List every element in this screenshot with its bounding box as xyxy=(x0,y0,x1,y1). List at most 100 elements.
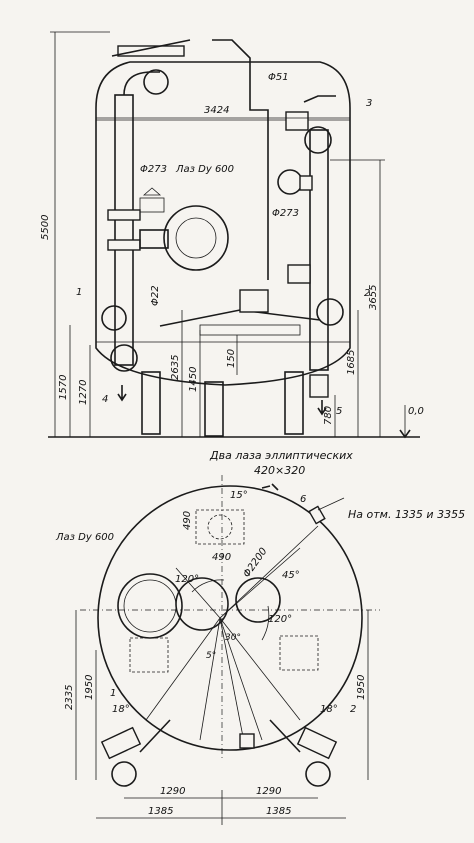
dim-51: Φ51 xyxy=(268,72,289,83)
nozzle-plan-left xyxy=(129,637,169,673)
elliptic-manhole-top-inner xyxy=(207,514,233,540)
top-cover xyxy=(117,45,185,57)
callout-4: 4 xyxy=(102,394,108,405)
dim-1950-right: 1950 xyxy=(356,675,367,700)
callout-6: 6 xyxy=(300,494,306,505)
dim-1290-right: 1290 xyxy=(256,786,281,797)
bottom-nozzle-right xyxy=(305,761,331,787)
radial-lower-center xyxy=(219,617,245,743)
plan-manhole-dy600 xyxy=(117,573,183,639)
dim-1290-left: 1290 xyxy=(160,786,185,797)
nozzle-6 xyxy=(308,505,326,525)
dim-1685: 1685 xyxy=(346,350,357,375)
vent-pipe xyxy=(212,39,269,280)
plan-view: Два лаза эллиптических 420×320 6 На отм.… xyxy=(55,449,465,825)
bottom-nozzle-left xyxy=(111,761,137,787)
dim-1950-left: 1950 xyxy=(84,675,95,700)
radial-lower-right-2 xyxy=(219,617,263,741)
ang-120b: 120° xyxy=(268,614,292,625)
ang-18-left: 18° xyxy=(112,704,130,715)
ang-30: 30° xyxy=(225,633,241,643)
dim-490b: 490 xyxy=(212,552,231,563)
collector-box xyxy=(199,324,301,336)
dim-273-left: Φ273 xyxy=(140,164,167,175)
dim-1385-left: 1385 xyxy=(148,806,173,817)
dim-5500: 5500 xyxy=(40,215,51,240)
bottom-valve-right xyxy=(296,726,338,760)
dim-2635: 2635 xyxy=(170,355,181,380)
leg-center xyxy=(204,381,224,437)
callout-2: 2 xyxy=(364,288,370,299)
right-drain-valve xyxy=(309,374,329,398)
elliptic-manhole-top xyxy=(195,509,245,545)
right-valve-a xyxy=(299,175,313,191)
dim-150: 150 xyxy=(226,349,237,368)
dim-3424: 3424 xyxy=(204,105,229,116)
dim-780: 780 xyxy=(323,406,334,425)
arc-120-right xyxy=(261,605,270,641)
top-tag xyxy=(261,483,279,491)
left-pipe-valve-a xyxy=(107,209,141,221)
manhole-hinge xyxy=(139,229,169,249)
dim-22: Φ22 xyxy=(150,285,161,306)
plan-central-circle xyxy=(175,577,229,631)
plan-manhole-inner xyxy=(123,579,177,633)
ang-5: 5° xyxy=(206,651,216,661)
main-manhole-inner xyxy=(175,217,217,259)
top-cover-lever xyxy=(111,39,191,57)
elevation-view: 5500 3424 Φ51 Φ273 Лаз Dy 600 Φ273 Φ22 2… xyxy=(40,31,424,439)
callout-5: 5 xyxy=(336,406,342,417)
radial-lower-center-left xyxy=(199,617,221,741)
left-pipe-flange-top xyxy=(143,69,169,95)
right-riser-pipe xyxy=(309,129,329,371)
leg-right xyxy=(284,371,304,435)
bottom-valve-left xyxy=(100,726,142,760)
dim-1385-right: 1385 xyxy=(266,806,291,817)
right-mid-box xyxy=(287,264,311,284)
laz-dy600-label: Лаз Dy 600 xyxy=(175,164,234,175)
arrow-5 xyxy=(317,400,327,416)
dim-1450: 1450 xyxy=(188,367,199,392)
nozzle-6-arrow xyxy=(317,497,345,511)
callout-1: 1 xyxy=(76,287,82,298)
small-valve-body xyxy=(139,197,165,213)
dim-2200: Φ2200 xyxy=(241,546,269,580)
ang-15: 15° xyxy=(230,490,248,501)
left-pipe-flange-bottom xyxy=(110,344,138,372)
nozzle-plan-right xyxy=(279,635,319,671)
callout-3: 3 xyxy=(366,98,372,109)
radial-45 xyxy=(219,547,301,619)
radial-120-left xyxy=(175,567,221,619)
zero-mark-label: 0,0 xyxy=(408,406,424,417)
right-top-box xyxy=(285,111,309,131)
arrow-3 xyxy=(303,95,336,103)
plan-laz-label: Лаз Dy 600 xyxy=(55,532,114,543)
arrow-4 xyxy=(117,385,127,402)
leg-left xyxy=(141,371,161,435)
main-manhole xyxy=(163,205,229,271)
vessel-shell xyxy=(95,61,351,386)
dim-490a: 490 xyxy=(182,511,193,530)
ang-18-right: 18° xyxy=(320,704,338,715)
left-pipe-bend xyxy=(123,71,160,96)
arc-120-left xyxy=(191,579,225,593)
right-nozzle-a xyxy=(277,169,303,195)
plan-callout-1: 1 xyxy=(110,688,116,699)
vessel-plan-circle xyxy=(97,485,363,751)
radial-lower-right xyxy=(219,617,301,721)
radial-lower-left xyxy=(145,617,221,721)
plan-title-line1: Два лаза эллиптических xyxy=(209,449,353,462)
marks-note: На отм. 1335 и 3355 xyxy=(348,508,465,521)
ang-45: 45° xyxy=(282,570,300,581)
plan-right-circle xyxy=(235,577,281,623)
right-pipe-flange-top xyxy=(304,126,332,154)
small-valve-symbol xyxy=(142,187,162,196)
dim-2335: 2335 xyxy=(64,685,75,710)
left-pipe-valve-b xyxy=(107,239,141,251)
central-valve-block xyxy=(239,289,269,313)
dim-3655: 3655 xyxy=(368,285,379,310)
zero-mark-arrow xyxy=(399,429,411,439)
plan-title-line2: 420×320 xyxy=(254,464,305,477)
